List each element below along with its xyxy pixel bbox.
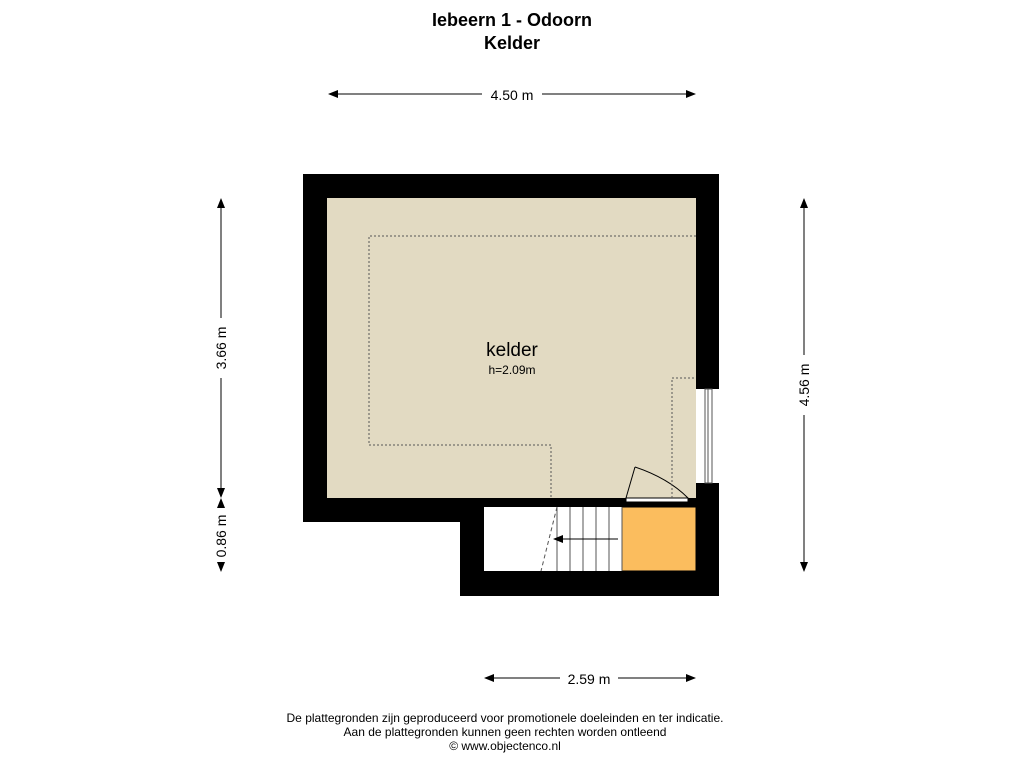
dimension-bottom-label: 2.59 m: [568, 671, 611, 687]
dimension-bottom: 2.59 m: [484, 671, 696, 687]
disclaimer-line-2: Aan de plattegronden kunnen geen rechten…: [343, 725, 667, 739]
room-name: kelder: [486, 340, 538, 361]
floor-name: Kelder: [483, 33, 541, 53]
door: [625, 466, 696, 503]
dimension-right-label: 4.56 m: [796, 364, 812, 407]
dimension-top: 4.50 m: [328, 87, 696, 103]
disclaimer-line-1: De plattegronden zijn geproduceerd voor …: [286, 711, 724, 725]
dimension-left-upper-label: 3.66 m: [213, 327, 229, 370]
ceiling-height-lines: [368, 235, 696, 498]
interior-wall: [460, 498, 696, 507]
room-label: kelder h=2.09m: [486, 340, 538, 377]
room-floor: [327, 198, 696, 498]
room-height: h=2.09m: [488, 363, 535, 377]
stair-landing: [621, 506, 697, 572]
window: [704, 388, 713, 484]
dimension-top-label: 4.50 m: [491, 87, 534, 103]
plan-title: Iebeern 1 - Odoorn: [431, 10, 593, 30]
dimension-right: 4.56 m: [796, 198, 812, 572]
dimension-left-upper: 3.66 m: [213, 198, 229, 498]
copyright-link: © www.objectenco.nl: [449, 739, 561, 753]
dimension-left-lower-label: 0.86 m: [213, 515, 229, 558]
dimension-left-lower: 0.86 m: [213, 498, 229, 572]
